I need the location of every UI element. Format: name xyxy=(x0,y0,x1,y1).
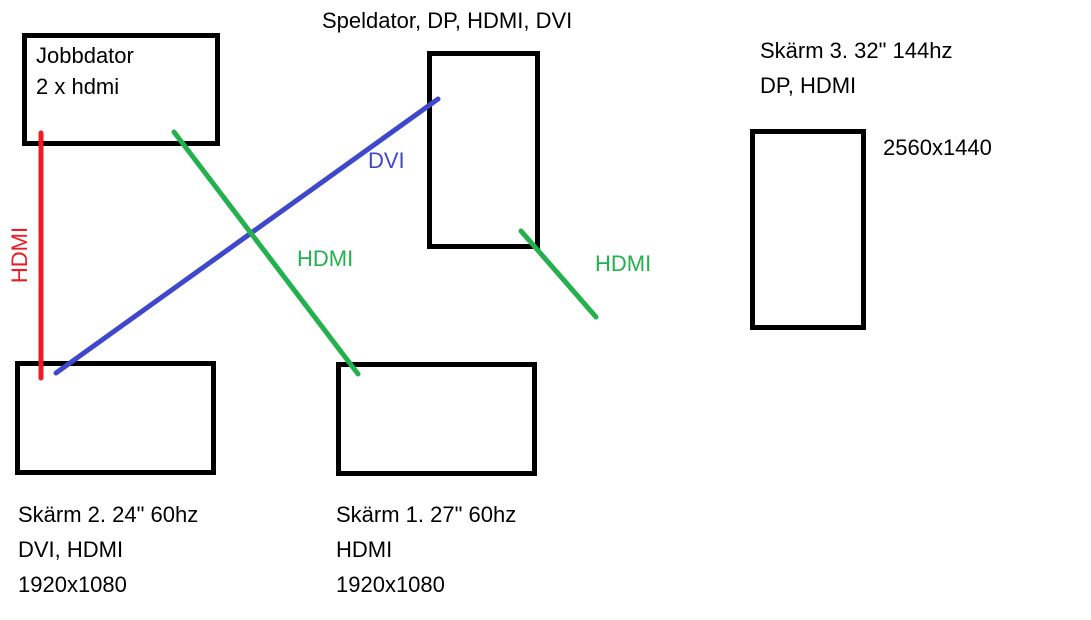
dvi-connection-label-blue: DVI xyxy=(368,148,405,173)
skarm3-label: Skärm 3. 32" 144hz DP, HDMI xyxy=(760,33,952,103)
skarm2-resolution-value: 1920x1080 xyxy=(18,572,127,597)
jobbdator-name: Jobbdator xyxy=(36,43,134,68)
skarm3-resolution: 2560x1440 xyxy=(883,130,992,165)
skarm1-name: Skärm 1. 27" 60hz xyxy=(336,502,517,527)
skarm2-box xyxy=(15,361,216,475)
skarm3-name: Skärm 3. 32" 144hz xyxy=(760,38,953,63)
speldator-name-and-ports: Speldator, DP, HDMI, DVI xyxy=(322,8,573,33)
skarm1-box xyxy=(336,362,537,476)
skarm3-resolution-value: 2560x1440 xyxy=(883,135,992,160)
skarm1-resolution-value: 1920x1080 xyxy=(336,572,445,597)
speldator-label: Speldator, DP, HDMI, DVI xyxy=(322,3,572,38)
skarm2-ports: DVI, HDMI xyxy=(18,537,124,562)
skarm3-ports: DP, HDMI xyxy=(760,73,857,98)
skarm2-name: Skärm 2. 24" 60hz xyxy=(18,502,199,527)
hdmi-connection-label-red: HDMI xyxy=(7,226,32,284)
skarm2-label: Skärm 2. 24" 60hz DVI, HDMI 1920x1080 xyxy=(18,497,198,602)
jobbdator-label: Jobbdator 2 x hdmi xyxy=(36,40,134,102)
skarm3-box xyxy=(750,129,866,330)
hdmi-connection-label-green-right: HDMI xyxy=(595,251,652,276)
hdmi-connection-label-green-middle: HDMI xyxy=(297,246,354,271)
skarm1-label: Skärm 1. 27" 60hz HDMI 1920x1080 xyxy=(336,497,516,602)
speldator-box xyxy=(427,51,540,249)
skarm1-ports: HDMI xyxy=(336,537,393,562)
jobbdator-ports: 2 x hdmi xyxy=(36,74,120,99)
